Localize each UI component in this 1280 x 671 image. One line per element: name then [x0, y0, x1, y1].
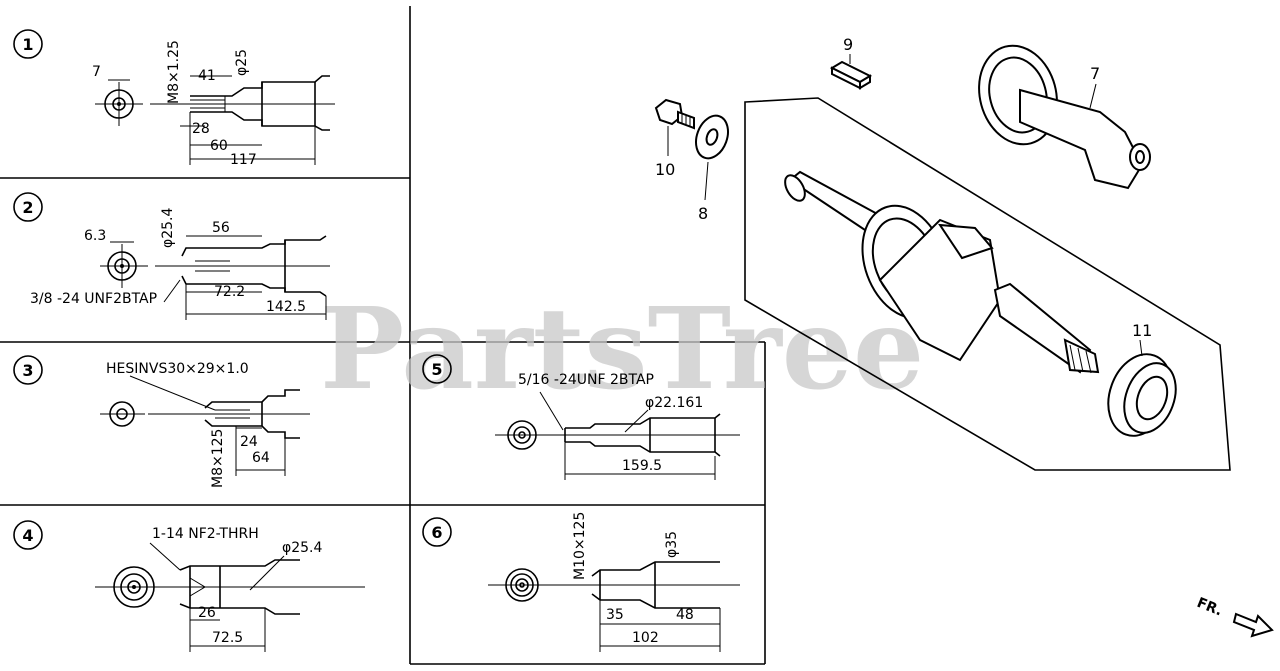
dim-label: 26 — [198, 605, 216, 621]
dim-label: M8×1.25 — [166, 40, 182, 104]
variant-3: 3 HESINVS30×29×1.0 M8×125 24 64 — [13, 355, 310, 488]
dim-label: 64 — [252, 450, 270, 466]
dim-label: φ25 — [234, 49, 250, 76]
dim-label: M10×125 — [572, 512, 588, 580]
front-direction-indicator: FR. — [1195, 595, 1274, 638]
dim-label: 5/16 -24UNF 2BTAP — [518, 372, 654, 388]
variant-6: 6 M10×125 φ35 35 48 102 — [422, 512, 740, 652]
dim-label: φ22.161 — [645, 395, 703, 411]
variant-number-circle — [13, 29, 43, 59]
variant-number-circle — [422, 354, 452, 384]
dim-label: 7 — [92, 64, 101, 80]
dim-label: 56 — [212, 220, 230, 236]
variant-number-circle — [422, 517, 452, 547]
variant-4: 4 1-14 NF2-THRH φ25.4 26 72.5 — [13, 520, 365, 652]
dim-label: 48 — [676, 607, 694, 623]
variant-number-circle — [13, 520, 43, 550]
variant-5: 5 5/16 -24UNF 2BTAP φ22.161 159.5 — [422, 354, 740, 480]
key-part: 9 — [829, 35, 873, 90]
dim-label: 35 — [606, 607, 624, 623]
dim-label: 117 — [230, 152, 257, 168]
washer-part: 8 — [695, 114, 729, 223]
shaft-outline — [204, 389, 300, 409]
variant-number: 4 — [22, 526, 33, 545]
arrow-icon — [1232, 612, 1274, 638]
bearing-part: 11 — [1107, 321, 1177, 437]
callout-label: 8 — [698, 204, 708, 223]
dim-label: 24 — [240, 434, 258, 450]
dim-label: 159.5 — [622, 458, 662, 474]
balancer-shaft-part: 7 — [978, 44, 1151, 190]
exploded-view: 9 10 8 7 — [654, 35, 1231, 471]
shaft-outline — [565, 413, 721, 429]
dim-label: 28 — [192, 121, 210, 137]
variant-1: 1 7 M8×1.25 41 φ25 28 60 117 — [13, 29, 335, 168]
variant-number: 3 — [22, 361, 33, 380]
variant-number-circle — [13, 355, 43, 385]
dim-label: φ25.4 — [282, 540, 323, 556]
variant-number: 5 — [431, 360, 442, 379]
watermark-text: PartsTree — [320, 284, 924, 415]
dim-label: HESINVS30×29×1.0 — [106, 361, 249, 377]
variant-number-circle — [13, 192, 43, 222]
callout-label: 10 — [655, 160, 675, 179]
shaft-outline — [179, 559, 300, 571]
dim-label: φ35 — [664, 531, 680, 558]
dim-label: 6.3 — [84, 228, 106, 244]
callout-label: 11 — [1132, 321, 1152, 340]
dim-label: 72.5 — [212, 630, 243, 646]
dim-label: 3/8 -24 UNF2BTAP — [30, 291, 157, 307]
dim-label: 41 — [198, 68, 216, 84]
shaft-outline — [181, 235, 327, 257]
callout-label: 9 — [843, 35, 853, 54]
variant-number: 2 — [22, 198, 33, 217]
dim-label: 60 — [210, 138, 228, 154]
dim-label: 102 — [632, 630, 659, 646]
dim-label: 72.2 — [214, 284, 245, 300]
bolt-part: 10 — [654, 98, 695, 179]
dim-label: 142.5 — [266, 299, 306, 315]
dim-label: 1-14 NF2-THRH — [152, 526, 259, 542]
callout-label: 7 — [1090, 64, 1100, 83]
watermark: PartsTree TM — [320, 284, 941, 415]
panel-grid — [0, 6, 766, 665]
fr-label: FR. — [1195, 595, 1225, 620]
variant-2: 2 6.3 φ25.4 56 3/8 -24 UNF2BTAP 72.2 142… — [13, 192, 330, 320]
shaft-outline — [591, 561, 720, 577]
assembly-frame — [744, 97, 1231, 471]
dim-label: φ25.4 — [160, 208, 176, 249]
crankshaft-part — [784, 170, 1100, 374]
variant-number: 6 — [431, 523, 442, 542]
variant-number: 1 — [22, 35, 33, 54]
dim-label: M8×125 — [210, 429, 226, 488]
